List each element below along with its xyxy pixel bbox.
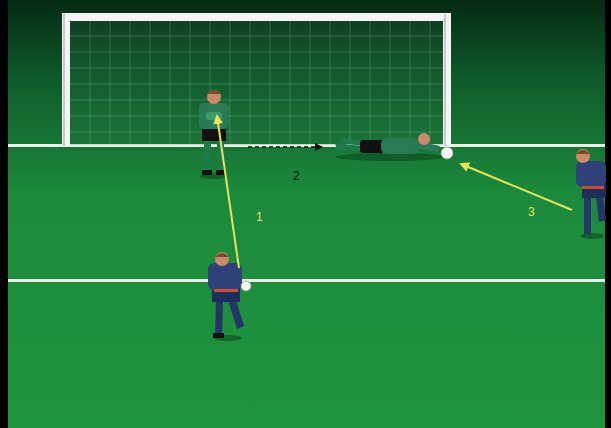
jersey — [576, 161, 606, 187]
net-back — [70, 21, 443, 145]
net-mesh — [70, 36, 443, 132]
hair — [215, 253, 229, 257]
shadow — [335, 153, 445, 161]
boot — [213, 333, 224, 338]
boot — [202, 170, 212, 175]
leg — [340, 137, 363, 146]
post-shade — [63, 14, 65, 146]
leg — [215, 300, 223, 336]
jersey — [208, 263, 242, 290]
ball — [241, 281, 251, 291]
goalkeeper-diving — [335, 133, 453, 161]
goal-post — [443, 13, 451, 147]
player-shooter — [576, 149, 606, 239]
leg — [596, 196, 606, 222]
ball — [441, 147, 453, 159]
hair — [576, 150, 590, 154]
jersey — [199, 103, 229, 129]
shadow — [580, 233, 604, 239]
shorts — [360, 140, 384, 153]
callout-number: 1 — [256, 210, 263, 224]
callout-number: 2 — [293, 169, 300, 183]
belt — [214, 289, 238, 292]
shorts — [582, 184, 606, 198]
dive-arrow — [248, 146, 322, 148]
crossbar — [62, 13, 451, 21]
goal-post — [62, 13, 70, 147]
leg — [584, 196, 591, 234]
leg — [228, 300, 244, 329]
head — [576, 149, 590, 163]
shorts — [212, 287, 240, 302]
pass-arrow — [217, 116, 239, 268]
hair — [207, 90, 221, 94]
box-line — [8, 279, 605, 282]
player-shooter — [208, 252, 251, 341]
gloves — [206, 112, 222, 120]
pitch — [8, 0, 605, 428]
goal-net — [70, 21, 443, 145]
head — [207, 90, 221, 104]
shot-arrow — [461, 164, 572, 210]
head — [418, 133, 430, 145]
belt — [582, 186, 604, 189]
leg — [204, 138, 211, 174]
net-mesh — [90, 21, 430, 145]
callout-number: 3 — [528, 205, 535, 219]
post-shade — [444, 14, 446, 146]
head — [215, 252, 229, 266]
